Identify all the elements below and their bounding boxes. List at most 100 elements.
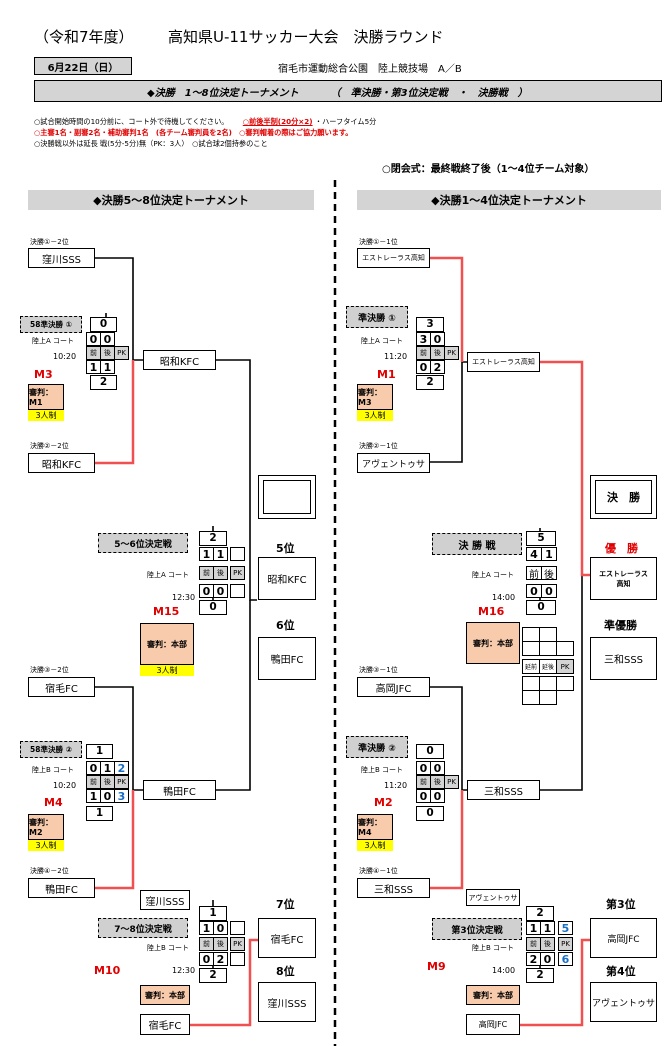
venue-label: 宿毛市運動総合公園 陸上競技場 A／B <box>278 64 462 75</box>
team-slot: 鴨田FC <box>28 878 95 898</box>
kickoff-time: 10:20 <box>53 781 77 790</box>
score-total: 2 <box>526 906 554 921</box>
score-total: 0 <box>90 317 117 332</box>
rank-label: 7位 <box>276 898 295 911</box>
trophy-box <box>258 475 316 519</box>
referee-count: 3人制 <box>28 410 64 421</box>
note-1c: ・ハーフタイム5分 <box>314 117 377 126</box>
score-cell: 1 <box>199 547 214 561</box>
court-label: 陸上A コート <box>32 337 75 345</box>
tournament-banner: ◆決勝 1～8位決定トーナメント （ 準決勝・第3位決定戦 ・ 決勝戦 ） <box>34 80 662 102</box>
score-label: 後 <box>213 566 228 580</box>
court-label: 陸上B コート <box>361 766 404 774</box>
extra-time-cell <box>522 676 540 691</box>
score-cell: 0 <box>213 921 228 935</box>
extra-time-cell <box>522 627 540 642</box>
match-tag: 決 勝 戦 <box>432 533 522 555</box>
rank-label: 5位 <box>276 542 295 555</box>
score-cell: 2 <box>430 360 445 374</box>
referee-count: 3人制 <box>28 840 64 851</box>
pk-score: 3 <box>114 789 129 803</box>
extra-time-label: 延前 <box>522 659 540 674</box>
score-cell <box>230 952 245 966</box>
score-total: 0 <box>416 806 444 821</box>
team-slot: 窪川SSS <box>28 248 95 268</box>
referee-box: 審判：本部 <box>466 985 520 1005</box>
court-label: 陸上B コート <box>147 944 190 952</box>
score-cell <box>230 584 245 598</box>
rank-label: 第4位 <box>606 965 636 978</box>
match-code: M10 <box>94 964 121 977</box>
extra-time-cell <box>539 627 557 642</box>
team-slot: エストレーラス高知 <box>357 248 430 268</box>
court-label: 陸上A コート <box>472 571 515 579</box>
extra-time-label: 延後 <box>539 659 557 674</box>
kickoff-time: 11:20 <box>384 352 408 361</box>
rank-team: 鴨田FC <box>258 637 316 680</box>
score-cell: 1 <box>100 761 115 775</box>
score-total: 1 <box>86 806 113 821</box>
runner-up-label: 準優勝 <box>604 619 637 632</box>
team-slot: 宿毛FC <box>28 677 95 697</box>
extra-time-cell <box>539 676 557 691</box>
kickoff-time: 11:20 <box>384 781 408 790</box>
score-cell: 1 <box>213 547 228 561</box>
match-tag: 準決勝 ① <box>346 306 408 328</box>
rank-label: 第3位 <box>606 898 636 911</box>
score-label: 前 <box>416 346 431 360</box>
rank-label: 8位 <box>276 965 295 978</box>
score-label: 後 <box>213 937 228 951</box>
referee-box: 審判：本部 <box>466 622 520 664</box>
court-label: 陸上A コート <box>147 571 190 579</box>
score-total: 2 <box>90 375 117 390</box>
pk-score: 5 <box>558 921 573 935</box>
seed-source: 決勝④－2位 <box>30 867 69 875</box>
score-cell: 0 <box>416 789 431 803</box>
court-label: 陸上B コート <box>472 944 515 952</box>
score-cell: 0 <box>86 332 101 346</box>
rank-team: アヴェントゥサ <box>590 982 657 1022</box>
final-label-box: 決 勝 <box>590 475 657 519</box>
score-cell <box>230 921 245 935</box>
match-tag: 7～8位決定戦 <box>98 918 188 938</box>
kickoff-time: 14:00 <box>492 593 516 602</box>
right-section-title: ◆決勝1～4位決定トーナメント <box>357 190 661 210</box>
match-tag: 58準決勝 ② <box>20 741 82 758</box>
pk-label: PK <box>114 346 129 360</box>
score-cell <box>230 547 245 561</box>
referee-box: 審判：本部 <box>140 985 190 1005</box>
note-1: ○試合開始時間の10分前に、コート外で待機してください。 ○前後半制(20分×2… <box>34 117 376 127</box>
score-total: 2 <box>416 375 444 390</box>
winner-slot: 鴨田FC <box>143 780 216 800</box>
referee-box: 審判：M4 <box>357 814 393 840</box>
referee-count: 3人制 <box>357 840 393 851</box>
score-label: 前 <box>526 937 541 951</box>
champion-label: 優 勝 <box>605 542 638 555</box>
score-cell: 4 <box>526 547 542 561</box>
court-label: 陸上B コート <box>32 766 75 774</box>
score-cell: 0 <box>199 952 214 966</box>
left-section-title: ◆決勝5～8位決定トーナメント <box>28 190 314 210</box>
score-total: 0 <box>526 600 556 615</box>
score-cell: 0 <box>416 360 431 374</box>
score-cell: 0 <box>100 332 115 346</box>
score-cell: 1 <box>100 360 115 374</box>
referee-box: 審判：M2 <box>28 814 64 840</box>
note-2: ○主審1名・副審2名・補助審判1名 (各チーム審判員を2名) ○審判帽着の際はご… <box>34 128 353 137</box>
score-label: 前 <box>86 775 101 789</box>
score-total: 5 <box>526 531 556 546</box>
score-cell: 0 <box>430 332 445 346</box>
score-label: 後 <box>100 346 115 360</box>
rank-team: 昭和KFC <box>258 557 316 600</box>
referee-count: 3人制 <box>357 410 393 421</box>
score-cell: 1 <box>526 921 541 935</box>
score-cell: 3 <box>416 332 431 346</box>
match-tag: 第3位決定戦 <box>432 918 522 940</box>
match-code: M1 <box>377 368 396 381</box>
score-total: 0 <box>416 744 444 759</box>
rank-team: 宿毛FC <box>258 918 316 958</box>
team-slot: 窪川SSS <box>140 890 190 910</box>
pk-label: PK <box>230 937 245 951</box>
score-total: 2 <box>526 968 554 983</box>
match-tag: 58準決勝 ① <box>20 316 82 333</box>
